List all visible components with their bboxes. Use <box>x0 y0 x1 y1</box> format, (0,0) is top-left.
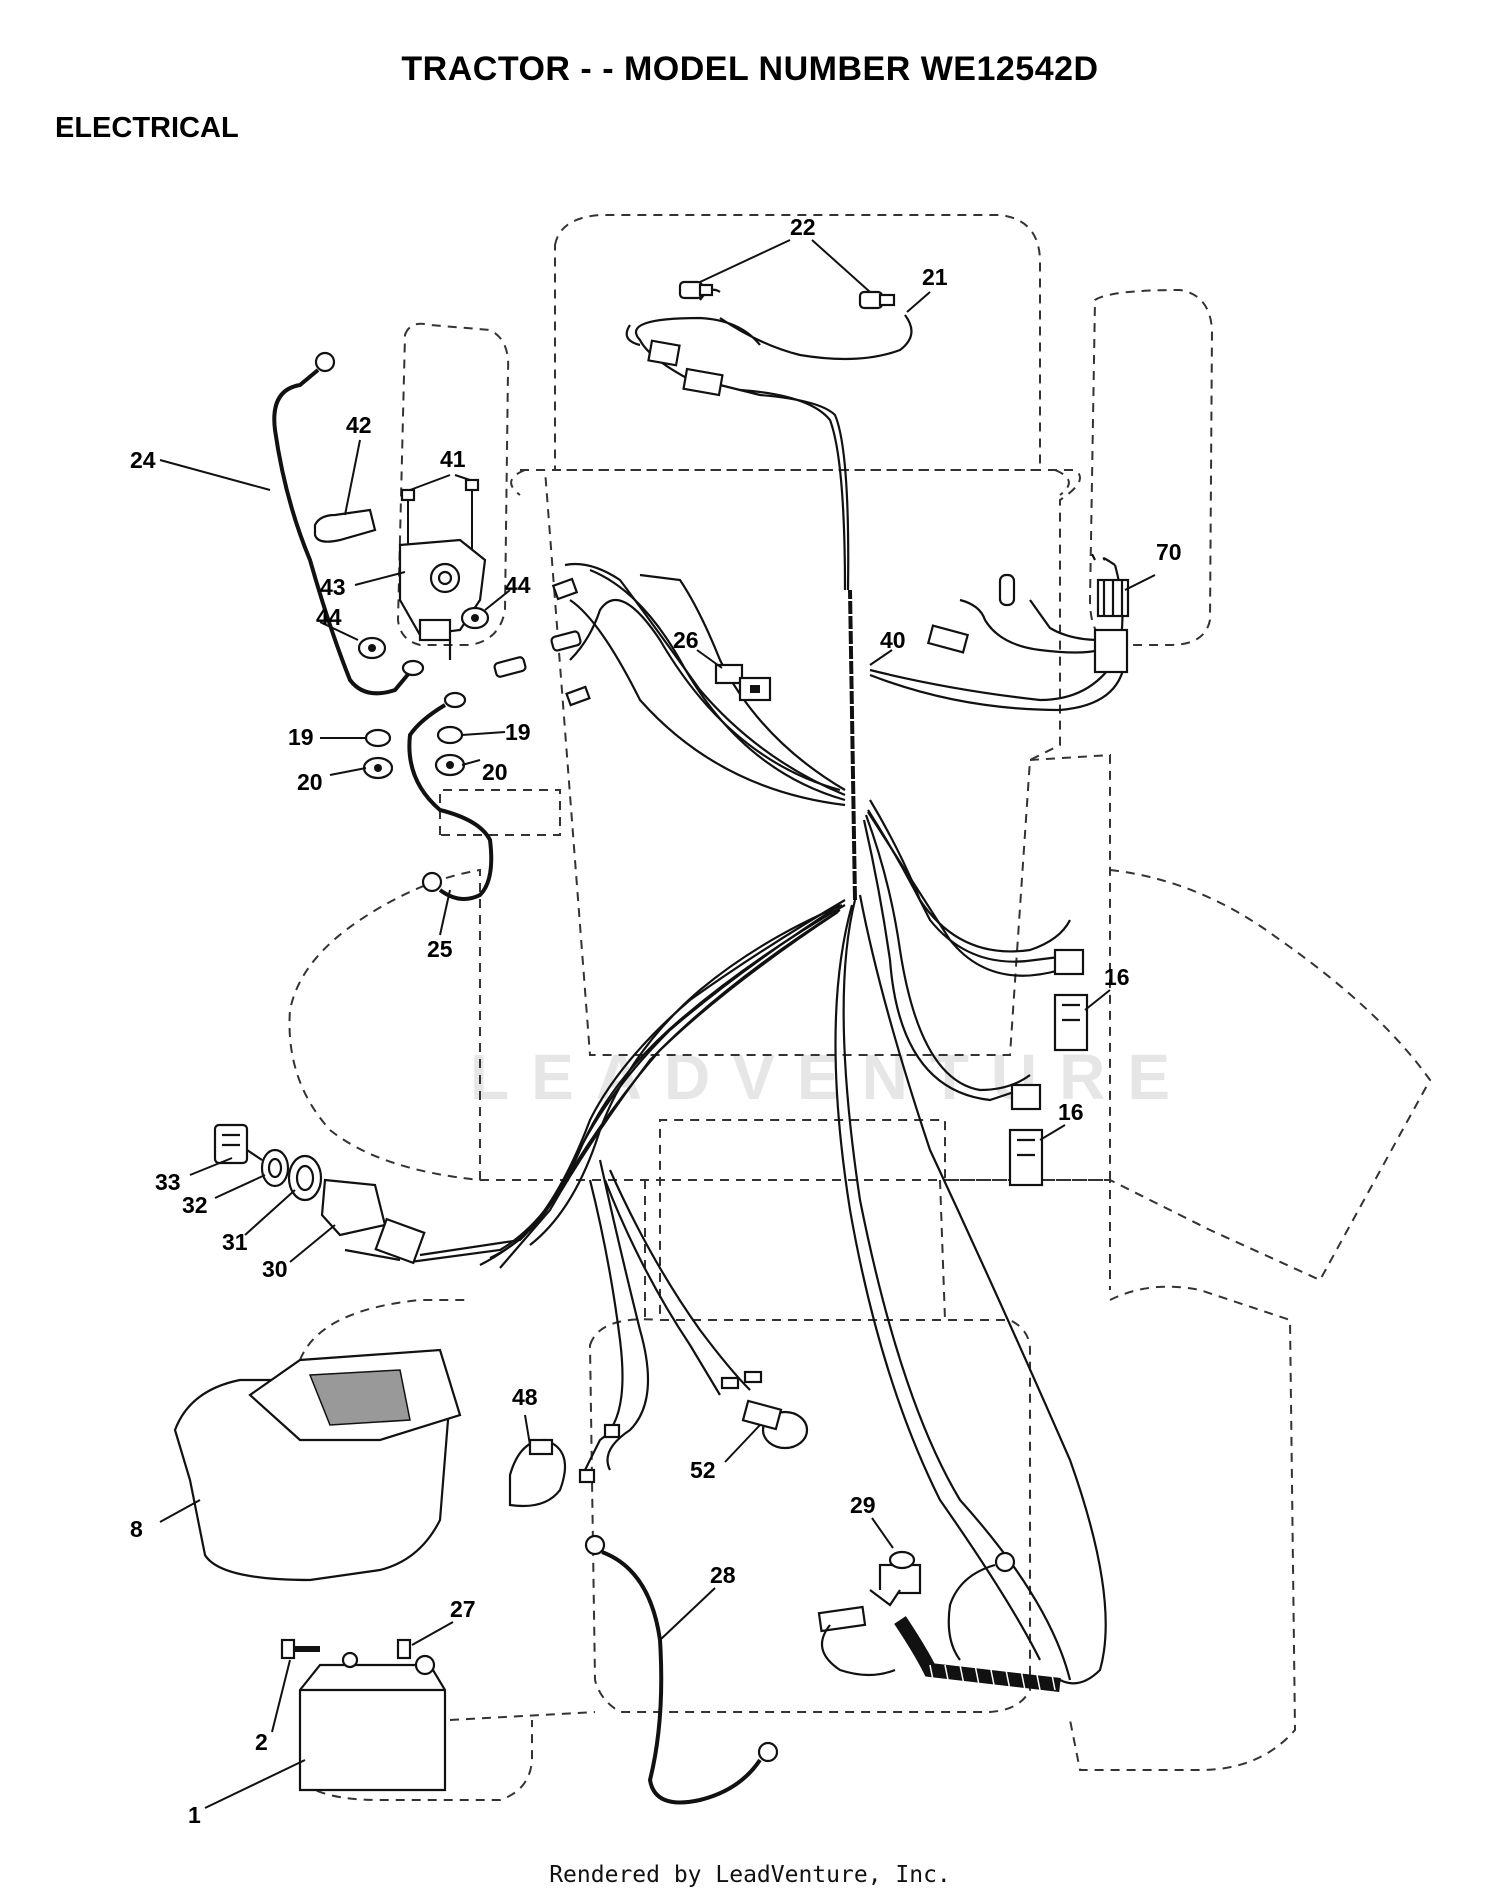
callout-22: 22 <box>790 214 816 240</box>
callout-19-right: 19 <box>505 719 531 745</box>
callout-30: 30 <box>262 1256 288 1282</box>
callout-24: 24 <box>130 447 156 473</box>
interlock-switch-lower <box>1008 1083 1044 1187</box>
coiled-wire <box>894 1551 1061 1692</box>
callout-41: 41 <box>440 446 466 472</box>
hex-nut-left <box>357 636 387 660</box>
relay-switch <box>926 573 1130 674</box>
callout-48: 48 <box>512 1384 538 1410</box>
callout-33: 33 <box>155 1169 181 1195</box>
battery-bolt <box>280 1638 320 1660</box>
callout-21: 21 <box>922 264 948 290</box>
lock-washer-right <box>436 725 464 745</box>
hex-nut-right <box>460 606 490 630</box>
battery-box <box>173 1348 462 1582</box>
wiring-harness <box>409 288 1127 1685</box>
callout-16-lower: 16 <box>1058 1099 1084 1125</box>
callout-25: 25 <box>427 936 453 962</box>
callout-32: 32 <box>182 1192 208 1218</box>
callout-19-left: 19 <box>288 724 314 750</box>
pto-switch <box>869 1550 922 1607</box>
headlight-bulb-right <box>858 290 896 310</box>
seat-switch <box>508 1423 621 1508</box>
callout-2: 2 <box>255 1729 268 1755</box>
callout-43: 43 <box>320 574 346 600</box>
hex-nut-lower-right <box>434 753 466 777</box>
callout-29: 29 <box>850 1492 876 1518</box>
callout-8: 8 <box>130 1516 143 1542</box>
battery-cable-short <box>407 691 494 901</box>
tractor-outline <box>288 214 1432 1801</box>
ignition-switch <box>320 1178 426 1265</box>
pto-connector <box>817 1605 896 1677</box>
callout-52: 52 <box>690 1457 716 1483</box>
page-title: TRACTOR - - MODEL NUMBER WE12542D <box>401 50 1099 88</box>
diode-connector <box>714 663 772 702</box>
callout-20-right: 20 <box>482 759 508 785</box>
footer-credit: Rendered by LeadVenture, Inc. <box>549 1862 951 1888</box>
section-title: ELECTRICAL <box>55 112 239 144</box>
hex-nut-lower-left <box>362 756 394 780</box>
harness-coil <box>838 589 872 901</box>
ignition-bezel <box>287 1154 323 1202</box>
callout-40: 40 <box>880 627 906 653</box>
callout-44-left: 44 <box>316 604 342 630</box>
callout-1: 1 <box>188 1802 201 1828</box>
ground-cable <box>584 1534 779 1805</box>
interlock-switch-upper <box>1053 948 1089 1052</box>
terminal-boot-cap <box>313 508 377 543</box>
callout-44-right: 44 <box>505 572 531 598</box>
leader-lines <box>159 239 1156 1809</box>
ignition-nut <box>260 1148 290 1188</box>
callout-20-left: 20 <box>297 769 323 795</box>
callout-31: 31 <box>222 1229 248 1255</box>
callout-16-upper: 16 <box>1104 964 1130 990</box>
lock-washer-left <box>364 728 392 748</box>
callouts: 22 21 24 42 41 43 44 44 19 19 20 20 25 2… <box>130 214 1182 1828</box>
harness-connector-top <box>647 339 724 397</box>
fuse-connector <box>493 577 591 707</box>
watermark-logo: LEADVENTURE <box>470 1041 1193 1113</box>
lamp-bulb <box>720 1370 809 1450</box>
callout-26: 26 <box>673 627 699 653</box>
battery-nut <box>396 1638 412 1660</box>
callout-27: 27 <box>450 1596 476 1622</box>
screws <box>400 478 480 560</box>
headlight-bulb-left <box>678 280 714 300</box>
callout-42: 42 <box>346 412 372 438</box>
battery-cable-long <box>272 351 425 696</box>
ignition-key <box>213 1123 263 1165</box>
callout-70: 70 <box>1156 539 1182 565</box>
callout-28: 28 <box>710 1562 736 1588</box>
battery <box>298 1651 447 1792</box>
